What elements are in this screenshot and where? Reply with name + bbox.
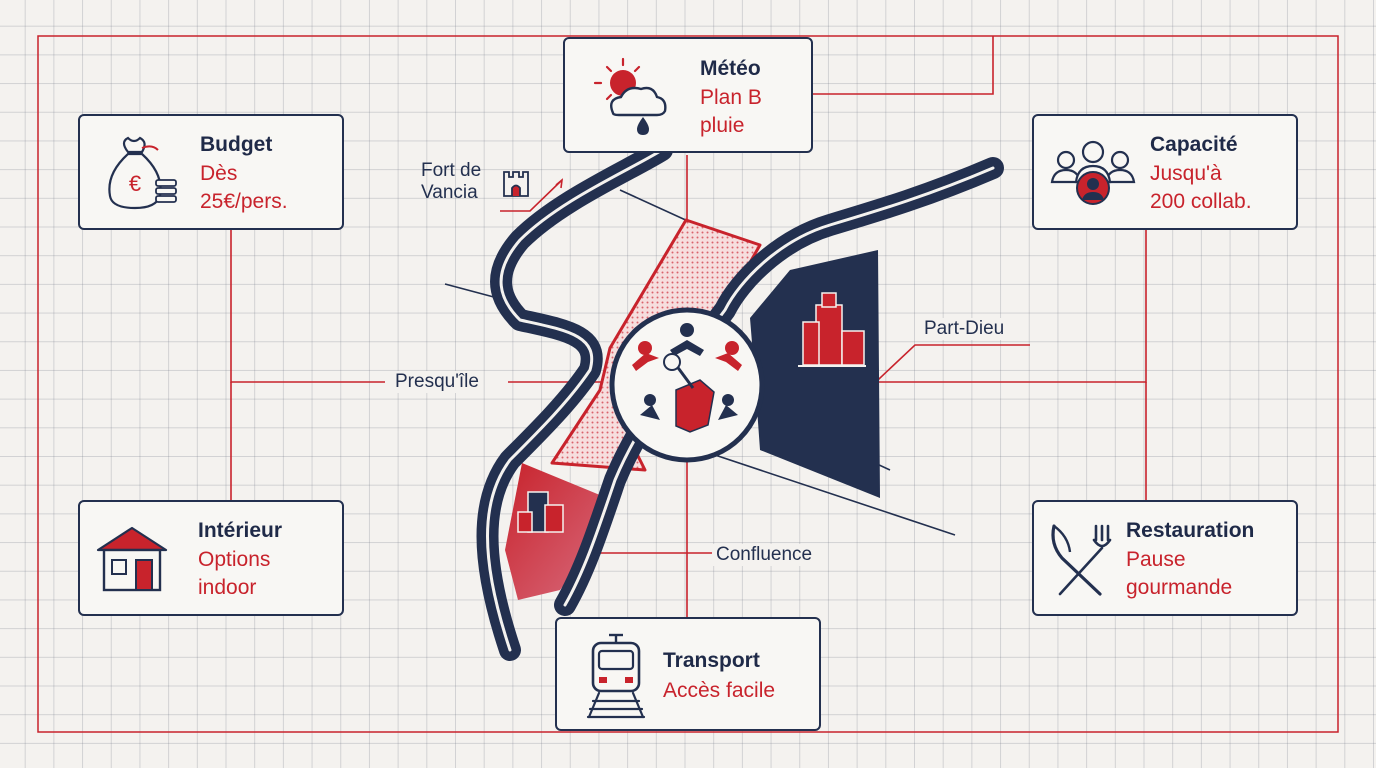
interieur-line1: Options	[198, 548, 271, 571]
transport-title: Transport	[663, 649, 760, 672]
budget-card: € Budget Dès 25€/pers.	[78, 114, 344, 230]
confluence-buildings-icon	[517, 491, 564, 533]
tram-icon	[586, 633, 646, 719]
fort-label-line2: Vancia	[421, 182, 478, 203]
capacite-title: Capacité	[1150, 133, 1238, 156]
transport-card: Transport Accès facile	[555, 617, 821, 731]
weather-icon	[593, 57, 667, 135]
budget-line1: Dès	[200, 162, 238, 185]
outer-frame	[37, 35, 1339, 733]
interieur-title: Intérieur	[198, 519, 283, 542]
fort-label-line1: Fort de	[421, 160, 482, 181]
restauration-card: Restauration Pause gourmande	[1032, 500, 1298, 616]
house-icon	[96, 526, 168, 592]
fork-knife-icon	[1051, 524, 1112, 596]
budget-title: Budget	[200, 133, 273, 156]
meteo-card: Météo Plan B pluie	[563, 37, 813, 153]
people-icon	[1050, 140, 1136, 205]
meteo-line1: Plan B	[700, 86, 762, 109]
castle-icon	[503, 171, 529, 197]
meteo-line2: pluie	[700, 114, 745, 137]
meteo-title: Météo	[700, 57, 761, 80]
team-microphone-icon	[609, 307, 765, 463]
interieur-line2: indoor	[198, 576, 257, 599]
part-dieu-district	[750, 250, 880, 498]
part-dieu-label: Part-Dieu	[921, 318, 1008, 340]
restauration-title: Restauration	[1126, 519, 1255, 542]
skyline-icon	[798, 292, 866, 367]
confluence-label: Confluence	[713, 544, 816, 566]
restauration-line2: gourmande	[1126, 576, 1233, 599]
presquile-label: Presqu'île	[392, 371, 482, 393]
money-bag-icon: €	[108, 136, 177, 210]
capacite-card: Capacité Jusqu'à 200 collab.	[1032, 114, 1298, 230]
interieur-card: Intérieur Options indoor	[78, 500, 344, 616]
svg-text:€: €	[129, 171, 141, 196]
fort-label: Fort de Vancia	[418, 160, 484, 204]
rivers	[476, 139, 1004, 661]
capacite-line2: 200 collab.	[1150, 190, 1252, 213]
transport-line1: Accès facile	[663, 679, 776, 702]
restauration-line1: Pause	[1126, 548, 1186, 571]
budget-line2: 25€/pers.	[200, 190, 288, 213]
capacite-line1: Jusqu'à	[1150, 162, 1222, 185]
